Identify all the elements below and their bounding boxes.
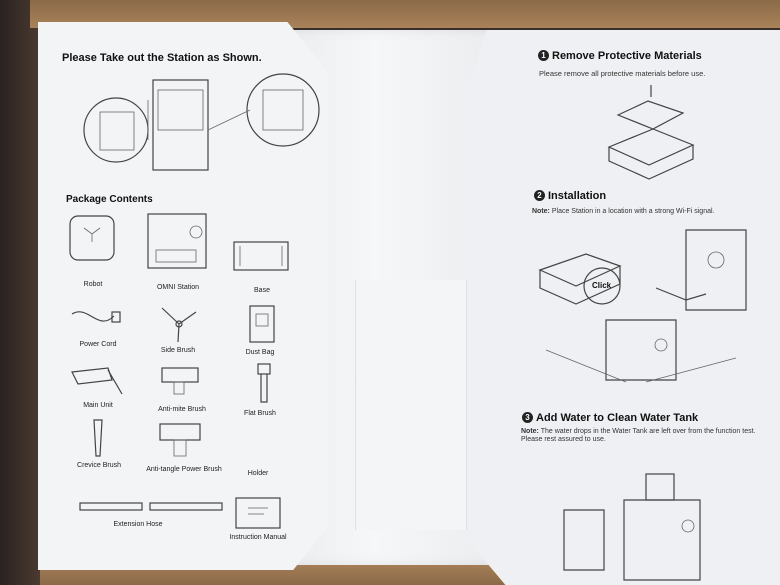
step3-note-line2: Please rest assured to use. [521,436,606,443]
step3-title-text: Add Water to Clean Water Tank [536,412,699,424]
main-unit-icon [71,367,123,395]
base-label: Base [254,287,270,294]
step2-title-text: Installation [548,190,607,202]
station-removal-illustration [83,73,320,171]
left-instruction-card: Please Take out the Station as Shown. Pa… [38,22,328,570]
step2-number: 2 [534,190,545,201]
flat-brush-label: Flat Brush [244,410,276,417]
add-water-illustration [563,473,701,581]
step2-note-label: Note: [532,208,550,215]
anti-mite-brush-label: Anti-mite Brush [158,406,206,413]
package-contents-heading: Package Contents [66,194,153,205]
crevice-brush-label: Crevice Brush [77,462,121,469]
step2-note: Note: Place Station in a location with a… [532,208,714,215]
instruction-manual-icon [235,497,281,529]
step3-note-label: Note: [521,428,539,435]
flat-brush-icon [257,363,271,403]
crevice-brush-icon [93,419,103,457]
robot-label: Robot [83,281,103,288]
foam-block [355,280,467,530]
omni-station-label: OMNI Station [156,284,199,291]
power-cord-label: Power Cord [79,341,117,348]
omni-station-icon [147,213,207,269]
power-cord-icon [71,311,121,323]
step1-text: Please remove all protective materials b… [539,69,706,78]
extension-hose-label: Extension Hose [113,521,163,528]
click-label: Click [592,281,612,290]
anti-mite-brush-icon [161,367,199,395]
dust-bag-label: Dust Bag [245,349,275,356]
anti-tangle-brush-label: Anti-tangle Power Brush [146,466,222,473]
step3-number: 3 [522,412,533,423]
side-brush-label: Side Brush [160,347,196,354]
step3-note-line1: The water drops in the Water Tank are le… [540,428,756,435]
remove-materials-illustration [607,85,695,180]
main-unit-label: Main Unit [83,402,113,409]
step1-number: 1 [538,50,549,61]
side-brush-icon [161,307,197,343]
step3-note: Note: The water drops in the Water Tank … [521,428,756,435]
instruction-manual-label: Instruction Manual [229,534,287,541]
anti-tangle-brush-icon [159,423,201,457]
box-flap-left [0,0,40,585]
holder-label: Holder [247,470,269,477]
step2-note-text: Place Station in a location with a stron… [551,208,715,215]
robot-icon [69,215,115,261]
extension-hose-icon [79,502,223,511]
step1-title-text: Remove Protective Materials [552,50,702,62]
installation-illustration [538,229,747,383]
take-out-heading: Please Take out the Station as Shown. [62,52,262,64]
base-icon [233,241,289,271]
dust-bag-icon [249,305,275,343]
